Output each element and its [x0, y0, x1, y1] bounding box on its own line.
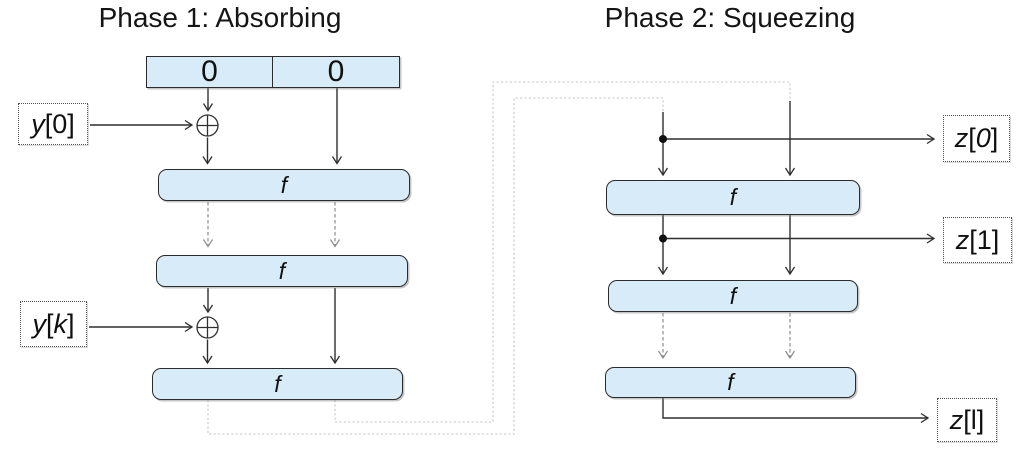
state-capacity-cell: 0 [327, 55, 345, 88]
label-index: k [53, 308, 68, 339]
squeeze-f-box-1: f [606, 180, 860, 215]
label-var: z [955, 224, 970, 255]
label-open-bracket: [ [969, 224, 977, 255]
squeeze-f-box-2: f [608, 280, 858, 312]
output-label-z0: z[0] [943, 115, 1010, 162]
absorb-f-box-3: f [152, 368, 403, 400]
absorb-f-box-2: f [156, 255, 408, 287]
label-index: 0 [975, 123, 991, 153]
label-close-bracket: ] [67, 308, 75, 339]
rate-loop-connector [207, 97, 664, 435]
label-close-bracket: ] [991, 224, 1000, 255]
input-label-y0: y[0] [18, 103, 88, 145]
state-rate-cell: 0 [147, 55, 273, 88]
label-close-bracket: ] [990, 123, 999, 153]
initial-state-register: 0 0 [146, 55, 400, 88]
label-open-bracket: [ [963, 404, 971, 435]
junction-dot-icon [659, 135, 667, 143]
output-label-zl: z[l] [937, 398, 997, 442]
label-var: y [31, 108, 45, 139]
input-label-yk: y[k] [20, 301, 87, 347]
label-close-bracket: ] [67, 108, 75, 139]
output-label-z1: z[1] [943, 217, 1012, 263]
label-var: z [949, 404, 964, 435]
label-index: 0 [52, 108, 68, 139]
absorb-f-box-1: f [158, 169, 410, 201]
zl-output-arrow [662, 398, 930, 424]
label-open-bracket: [ [968, 123, 976, 153]
label-index: l [970, 404, 977, 435]
label-open-bracket: [ [44, 108, 53, 139]
xor-icon [196, 114, 219, 137]
squeeze-f-box-3: f [605, 367, 856, 398]
label-var: y [32, 308, 46, 339]
xor-icon [196, 316, 219, 339]
capacity-loop-connector [334, 81, 791, 423]
label-var: z [954, 123, 969, 153]
label-close-bracket: ] [976, 404, 985, 435]
phase1-title: Phase 1: Absorbing [98, 2, 342, 33]
phase2-title: Phase 2: Squeezing [604, 2, 856, 33]
label-open-bracket: [ [45, 308, 54, 339]
label-index: 1 [976, 224, 992, 255]
junction-dot-icon [659, 234, 667, 243]
